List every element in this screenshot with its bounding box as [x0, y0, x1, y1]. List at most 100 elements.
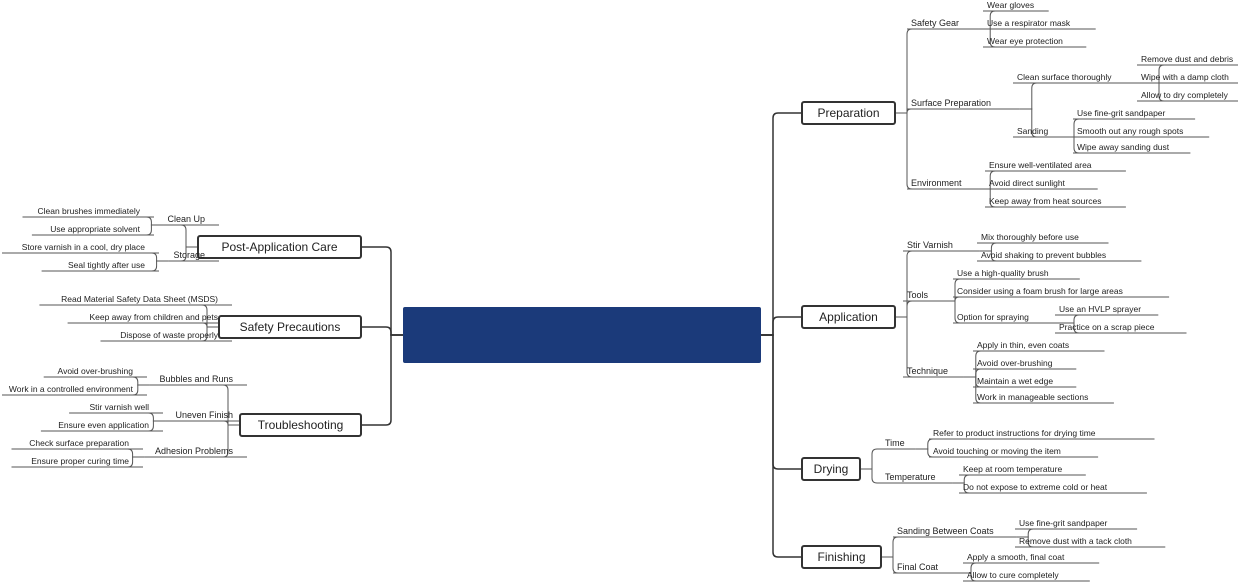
leaf-avoid-touching-or-moving-the-item[interactable]: Avoid touching or moving the item — [933, 446, 1061, 456]
subtopic-uneven-finish[interactable]: Uneven Finish — [175, 410, 233, 420]
leaf-remove-dust-and-debris[interactable]: Remove dust and debris — [1141, 54, 1233, 64]
connector — [895, 300, 913, 318]
leaf-stir-varnish-well[interactable]: Stir varnish well — [89, 402, 149, 412]
leaf-use-fine-grit-sandpaper[interactable]: Use fine-grit sandpaper — [1077, 108, 1166, 118]
connector — [151, 252, 169, 262]
leaf-wear-eye-protection[interactable]: Wear eye protection — [987, 36, 1063, 46]
connector — [860, 448, 881, 470]
connector — [132, 384, 150, 396]
leaf-apply-in-thin-even-coats[interactable]: Apply in thin, even coats — [977, 340, 1069, 350]
leaf-ensure-proper-curing-time[interactable]: Ensure proper curing time — [31, 456, 129, 466]
leaf-maintain-a-wet-edge[interactable]: Maintain a wet edge — [977, 376, 1053, 386]
connector — [895, 108, 912, 114]
leaf-remove-dust-with-a-tack-cloth[interactable]: Remove dust with a tack cloth — [1019, 536, 1132, 546]
leaf-work-in-manageable-sections[interactable]: Work in manageable sections — [977, 392, 1088, 402]
connector — [361, 334, 403, 426]
leaf-read-material-safety-data-sheet-msds[interactable]: Read Material Safety Data Sheet (MSDS) — [61, 294, 218, 304]
topic-preparation-label[interactable]: Preparation — [817, 106, 879, 120]
leaf-keep-away-from-heat-sources[interactable]: Keep away from heat sources — [989, 196, 1101, 206]
leaf-keep-away-from-children-and-pets[interactable]: Keep away from children and pets — [89, 312, 218, 322]
connector — [915, 448, 933, 458]
topic-finishing-label[interactable]: Finishing — [817, 550, 865, 564]
topic-preparation[interactable] — [801, 101, 896, 125]
subtopic-temperature[interactable]: Temperature — [885, 472, 936, 482]
subtopic-sanding[interactable]: Sanding — [1017, 126, 1048, 136]
leaf-use-a-respirator-mask[interactable]: Use a respirator mask — [987, 18, 1071, 28]
leaf-ensure-well-ventilated-area[interactable]: Ensure well-ventilated area — [989, 160, 1092, 170]
leaf-practice-on-a-scrap-piece[interactable]: Practice on a scrap piece — [1059, 322, 1155, 332]
leaf-use-an-hvlp-sprayer[interactable]: Use an HVLP sprayer — [1059, 304, 1141, 314]
topic-safety-precautions[interactable] — [218, 315, 362, 339]
subtopic-bubbles-and-runs[interactable]: Bubbles and Runs — [159, 374, 233, 384]
connector — [860, 468, 881, 484]
connector — [943, 296, 960, 302]
leaf-ensure-even-application[interactable]: Ensure even application — [58, 420, 149, 430]
subtopic-environment[interactable]: Environment — [911, 178, 962, 188]
leaf-refer-to-product-instructions-for-drying-time[interactable]: Refer to product instructions for drying… — [933, 428, 1096, 438]
leaf-avoid-over-brushing[interactable]: Avoid over-brushing — [58, 366, 134, 376]
connector — [915, 438, 933, 450]
leaf-avoid-over-brushing[interactable]: Avoid over-brushing — [977, 358, 1053, 368]
leaf-smooth-out-any-rough-spots[interactable]: Smooth out any rough spots — [1077, 126, 1183, 136]
leaf-keep-at-room-temperature[interactable]: Keep at room temperature — [963, 464, 1062, 474]
topic-application-label[interactable]: Application — [819, 310, 878, 324]
connector — [895, 250, 913, 318]
connector — [146, 224, 164, 236]
leaf-check-surface-preparation[interactable]: Check surface preparation — [29, 438, 129, 448]
central-topic[interactable] — [403, 307, 761, 363]
connector — [148, 412, 166, 422]
leaf-allow-to-cure-completely[interactable]: Allow to cure completely — [967, 570, 1059, 580]
topic-application[interactable] — [801, 305, 896, 329]
subtopic-technique[interactable]: Technique — [907, 366, 948, 376]
leaf-wear-gloves[interactable]: Wear gloves — [987, 0, 1034, 10]
leaf-consider-using-a-foam-brush-for-large-areas[interactable]: Consider using a foam brush for large ar… — [957, 286, 1123, 296]
connector — [895, 112, 913, 190]
subtopic-stir-varnish[interactable]: Stir Varnish — [907, 240, 953, 250]
leaf-store-varnish-in-a-cool-dry-place[interactable]: Store varnish in a cool, dry place — [22, 242, 146, 252]
topic-troubleshooting-label[interactable]: Troubleshooting — [258, 418, 344, 432]
topic-post-application-care[interactable] — [197, 235, 362, 259]
connector — [895, 28, 913, 114]
leaf-wipe-with-a-damp-cloth[interactable]: Wipe with a damp cloth — [1141, 72, 1229, 82]
topic-drying-label[interactable]: Drying — [814, 462, 849, 476]
topic-post-application-care-label[interactable]: Post-Application Care — [221, 240, 337, 254]
subtopic-clean-surface-thoroughly[interactable]: Clean surface thoroughly — [1017, 72, 1112, 82]
leaf-do-not-expose-to-extreme-cold-or-heat[interactable]: Do not expose to extreme cold or heat — [963, 482, 1108, 492]
topic-drying[interactable] — [801, 457, 861, 481]
leaf-avoid-shaking-to-prevent-bubbles[interactable]: Avoid shaking to prevent bubbles — [981, 250, 1106, 260]
leaf-wipe-away-sanding-dust[interactable]: Wipe away sanding dust — [1077, 142, 1170, 152]
leaf-use-a-high-quality-brush[interactable]: Use a high-quality brush — [957, 268, 1049, 278]
topic-safety-precautions-label[interactable]: Safety Precautions — [240, 320, 341, 334]
leaf-mix-thoroughly-before-use[interactable]: Mix thoroughly before use — [981, 232, 1079, 242]
leaf-use-fine-grit-sandpaper[interactable]: Use fine-grit sandpaper — [1019, 518, 1108, 528]
subtopic-option-for-spraying[interactable]: Option for spraying — [957, 312, 1029, 322]
connector — [881, 536, 899, 558]
leaf-dispose-of-waste-properly[interactable]: Dispose of waste properly — [120, 330, 219, 340]
leaf-allow-to-dry-completely[interactable]: Allow to dry completely — [1141, 90, 1229, 100]
connector — [761, 334, 802, 558]
leaf-seal-tightly-after-use[interactable]: Seal tightly after use — [68, 260, 145, 270]
leaf-clean-brushes-immediately[interactable]: Clean brushes immediately — [37, 206, 140, 216]
subtopic-adhesion-problems[interactable]: Adhesion Problems — [155, 446, 234, 456]
connector-lines — [2, 10, 1238, 582]
subtopic-final-coat[interactable]: Final Coat — [897, 562, 939, 572]
subtopic-tools[interactable]: Tools — [907, 290, 929, 300]
connector — [761, 334, 802, 470]
subtopic-time[interactable]: Time — [885, 438, 905, 448]
subtopic-clean-up[interactable]: Clean Up — [167, 214, 205, 224]
subtopic-sanding-between-coats[interactable]: Sanding Between Coats — [897, 526, 994, 536]
connector — [132, 376, 150, 386]
leaf-apply-a-smooth-final-coat[interactable]: Apply a smooth, final coat — [967, 552, 1065, 562]
connector — [761, 112, 802, 336]
leaf-use-appropriate-solvent[interactable]: Use appropriate solvent — [50, 224, 140, 234]
leaf-avoid-direct-sunlight[interactable]: Avoid direct sunlight — [989, 178, 1066, 188]
connector — [1013, 82, 1037, 110]
subtopic-surface-preparation[interactable]: Surface Preparation — [911, 98, 991, 108]
topic-troubleshooting[interactable] — [239, 413, 362, 437]
leaf-work-in-a-controlled-environment[interactable]: Work in a controlled environment — [9, 384, 134, 394]
topic-finishing[interactable] — [801, 545, 882, 569]
subtopic-storage[interactable]: Storage — [173, 250, 205, 260]
subtopic-safety-gear[interactable]: Safety Gear — [911, 18, 959, 28]
